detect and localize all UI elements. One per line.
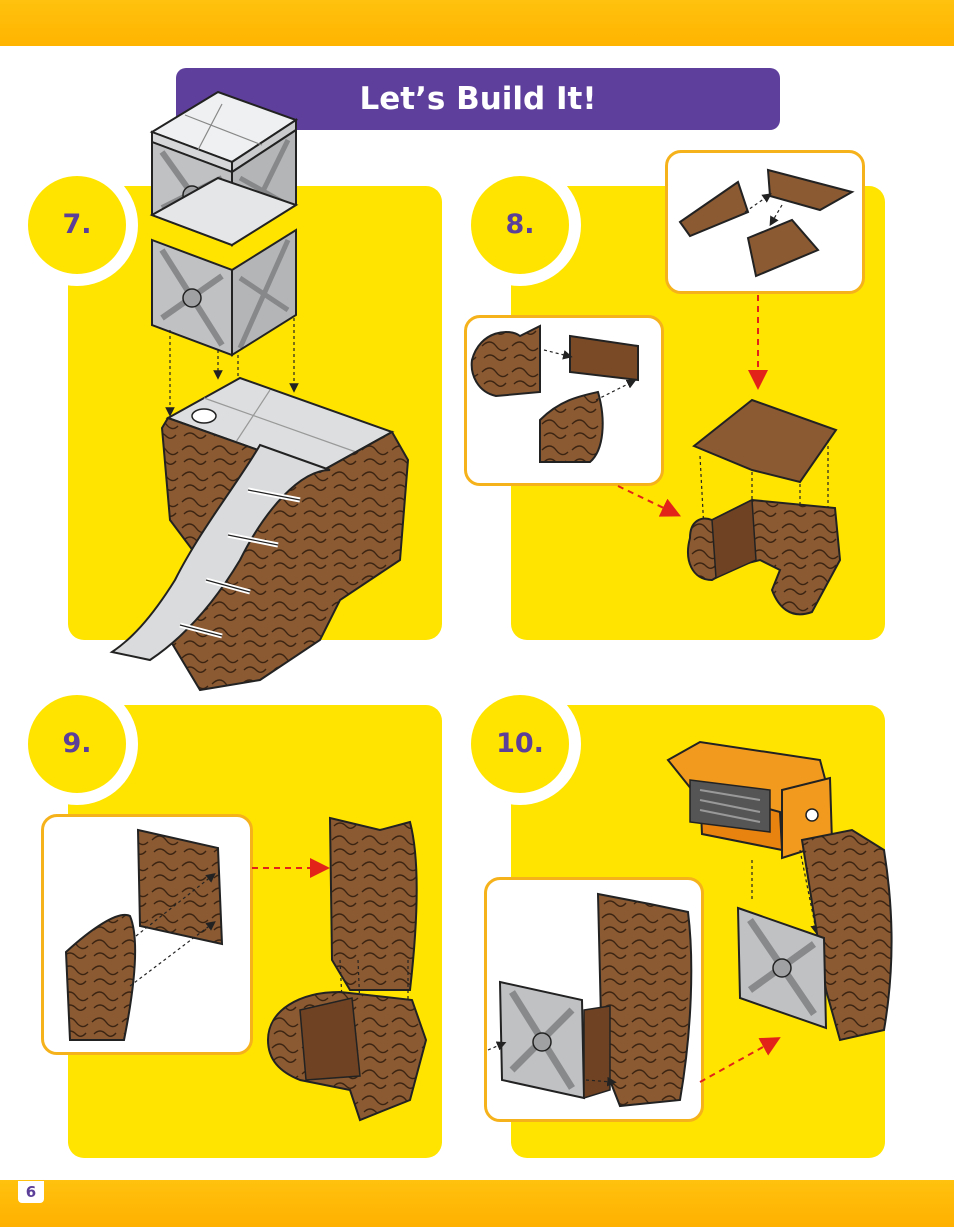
step-9-art <box>66 818 426 1120</box>
step-8-art <box>472 170 852 614</box>
step-7-tower-art <box>112 92 408 690</box>
page-number: 6 <box>18 1181 44 1203</box>
step-10-art <box>488 742 892 1106</box>
bottom-band <box>0 1180 954 1227</box>
